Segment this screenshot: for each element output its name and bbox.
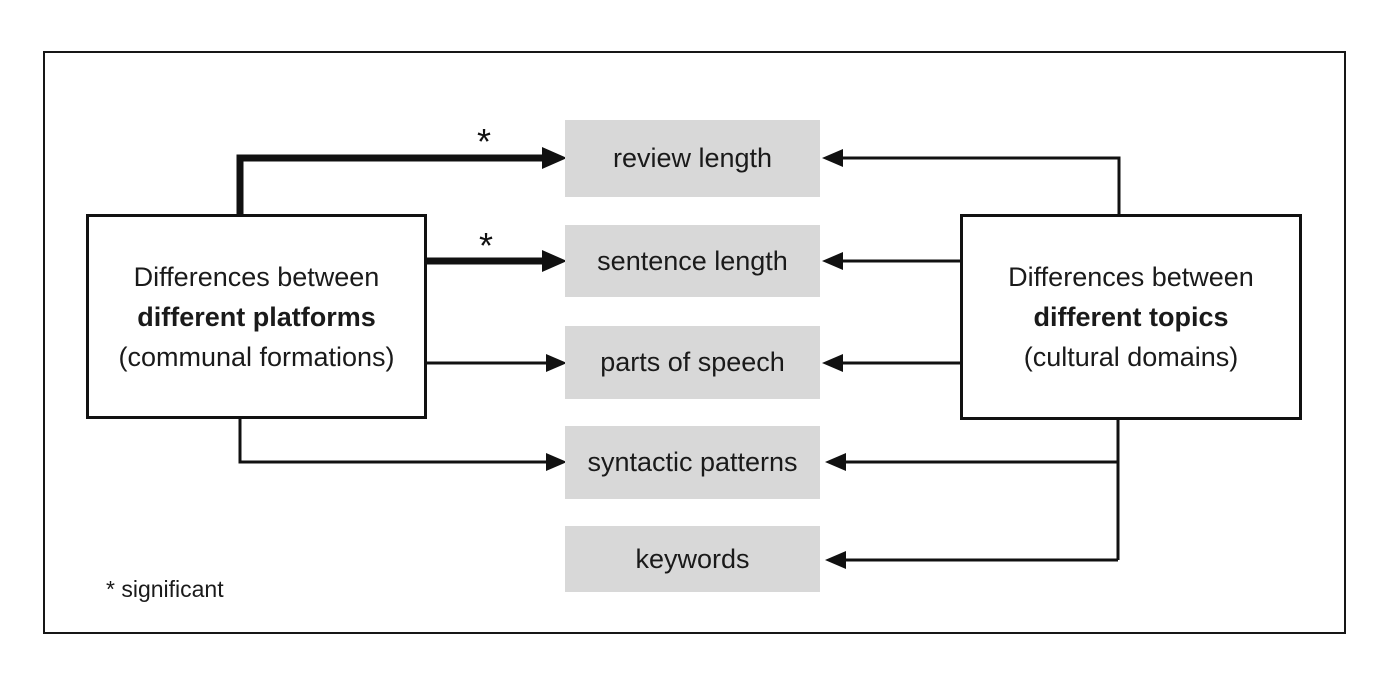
- feature-sentence-length: sentence length: [565, 225, 820, 297]
- node-topics-line1: Differences between: [1008, 262, 1254, 292]
- node-topics-line3: (cultural domains): [1023, 342, 1239, 372]
- node-platforms-line2: different platforms: [137, 301, 376, 332]
- node-different-platforms: Differences between different platforms …: [86, 214, 427, 419]
- feature-keywords: keywords: [565, 526, 820, 592]
- feature-syntactic-patterns: syntactic patterns: [565, 426, 820, 499]
- node-topics-line2: different topics: [1033, 302, 1229, 332]
- node-different-topics: Differences between different topics (cu…: [960, 214, 1302, 420]
- diagram-frame: [43, 51, 1346, 634]
- node-platforms-line3: (communal formations): [118, 341, 395, 372]
- node-platforms-line1: Differences between: [133, 261, 380, 292]
- significance-marker-review-length: *: [476, 121, 491, 162]
- feature-parts-of-speech: parts of speech: [565, 326, 820, 399]
- feature-review-length: review length: [565, 120, 820, 197]
- legend-significant: * significant: [106, 576, 224, 602]
- significance-marker-sentence-length: *: [478, 225, 493, 266]
